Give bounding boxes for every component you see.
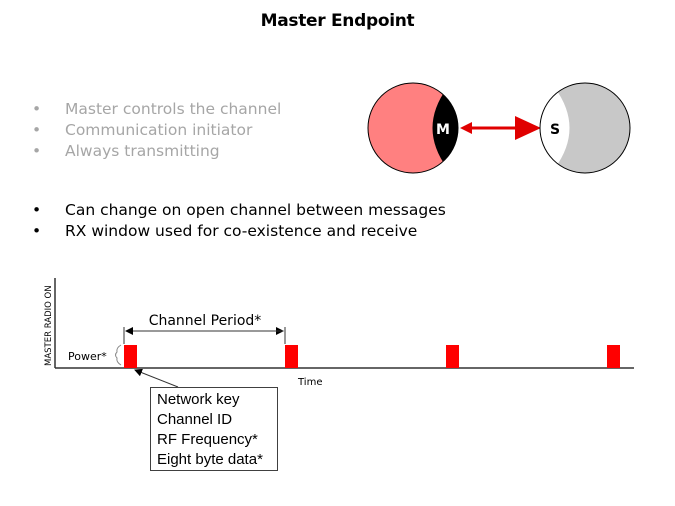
callout-pointer — [135, 370, 178, 387]
radio-pulse — [446, 345, 459, 368]
y-axis-label: MASTER RADIO ON — [44, 285, 54, 366]
callout-line: Eight byte data* — [157, 450, 277, 470]
x-axis-label: Time — [297, 377, 322, 388]
slave-label: S — [550, 122, 560, 138]
slave-node: S — [535, 83, 630, 173]
callout-line: Channel ID — [157, 410, 277, 430]
radio-pulse — [285, 345, 298, 368]
callout-line: Network key — [157, 390, 277, 410]
radio-pulse — [124, 345, 137, 368]
pulse-group — [124, 345, 620, 368]
bidirectional-arrow — [460, 116, 541, 140]
timing-diagram: MASTER RADIO ON Time Power* Channel Peri… — [44, 278, 634, 388]
channel-period-label: Channel Period* — [149, 313, 262, 329]
power-label: Power* — [68, 350, 107, 363]
packet-contents-callout: Network key Channel ID RF Frequency* Eig… — [150, 387, 278, 471]
power-brace — [116, 345, 122, 365]
callout-line: RF Frequency* — [157, 430, 277, 450]
radio-pulse — [607, 345, 620, 368]
master-node: M — [368, 83, 470, 173]
master-label: M — [436, 122, 450, 138]
